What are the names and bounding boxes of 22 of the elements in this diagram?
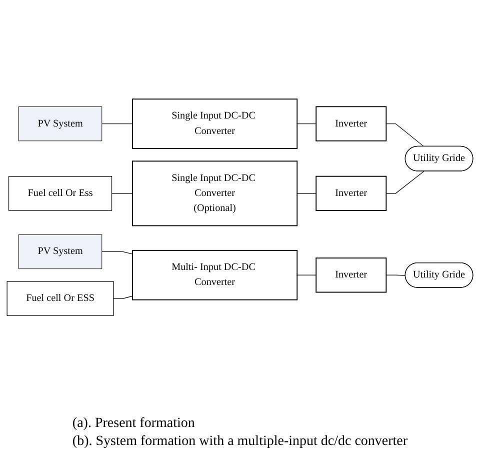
node-box: Single Input DC-DC Converter (Optional) <box>132 160 298 226</box>
node-box: Fuel cell Or Ess <box>8 176 112 210</box>
node-box: Single Input DC-DC Converter <box>132 98 298 149</box>
node-box: Inverter <box>316 257 387 292</box>
node-box: PV System <box>18 234 102 269</box>
connector <box>296 123 316 124</box>
connector <box>296 192 316 194</box>
connector <box>111 192 133 194</box>
node-box: Multi- Input DC-DC Converter <box>132 250 298 300</box>
connector <box>386 170 424 194</box>
connector <box>386 274 406 276</box>
connector <box>102 123 133 124</box>
connector <box>102 251 133 254</box>
node-box: Inverter <box>316 176 387 211</box>
connector <box>296 274 316 276</box>
node-box: PV System <box>18 106 102 141</box>
connector <box>113 295 133 298</box>
connector <box>386 123 424 147</box>
caption: (b). System formation with a multiple-input dc/dc converter <box>72 434 408 450</box>
caption: (a). Present formation <box>72 416 196 432</box>
node-box: Fuel cell Or ESS <box>6 280 114 316</box>
node-box: Inverter <box>316 106 387 141</box>
